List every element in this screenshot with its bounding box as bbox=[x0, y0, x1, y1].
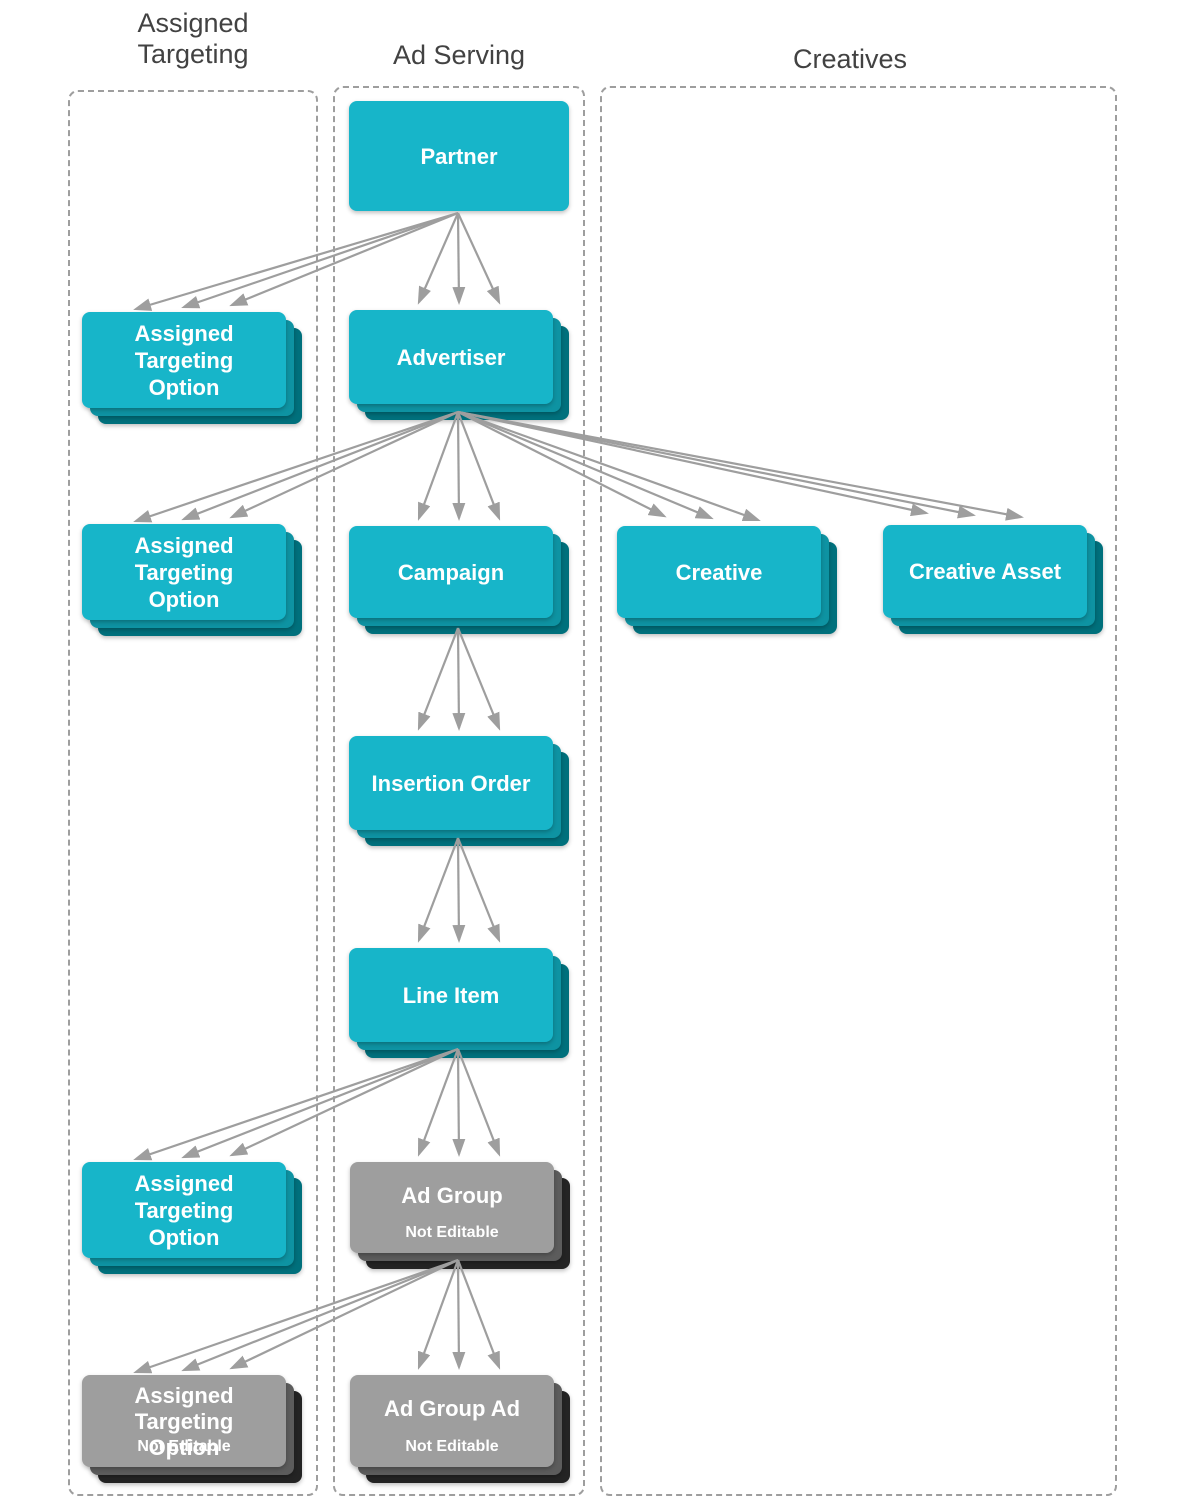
node-assigned-targeting-option-2-label: Assigned Targeting Option bbox=[134, 532, 234, 612]
column-header-ad-serving: Ad Serving bbox=[392, 40, 526, 70]
node-line-item: Line Item bbox=[349, 948, 569, 1058]
node-partner-label: Partner bbox=[420, 143, 498, 169]
node-insertion-order-label: Insertion Order bbox=[371, 770, 531, 796]
node-insertion-order: Insertion Order bbox=[349, 736, 569, 846]
node-creative: Creative bbox=[617, 526, 837, 634]
node-creative-asset: Creative Asset bbox=[883, 525, 1103, 634]
column-assigned-targeting bbox=[68, 90, 318, 1496]
column-creatives bbox=[600, 86, 1117, 1496]
column-ad-serving bbox=[333, 86, 585, 1496]
column-header-assigned-targeting: Assigned Targeting bbox=[137, 8, 249, 69]
node-ad-group-sublabel: Not Editable bbox=[405, 1224, 499, 1241]
node-partner: Partner bbox=[349, 101, 569, 211]
node-assigned-targeting-option-3: Assigned Targeting Option bbox=[82, 1162, 302, 1274]
node-line-item-label: Line Item bbox=[402, 982, 500, 1008]
node-assigned-targeting-option-3-label: Assigned Targeting Option bbox=[134, 1170, 234, 1250]
node-assigned-targeting-option-4-label: Assigned Targeting Option bbox=[134, 1383, 234, 1460]
node-ad-group-ad: Ad Group Ad Not Editable bbox=[350, 1375, 570, 1483]
node-ad-group-ad-label: Ad Group Ad bbox=[383, 1396, 521, 1421]
node-campaign-label: Campaign bbox=[397, 559, 505, 585]
node-ad-group-ad-sublabel: Not Editable bbox=[405, 1438, 499, 1455]
node-campaign: Campaign bbox=[349, 526, 569, 634]
node-assigned-targeting-option-1-label: Assigned Targeting Option bbox=[134, 320, 234, 400]
node-creative-label: Creative bbox=[675, 559, 763, 585]
node-assigned-targeting-option-4-sublabel: Not Editable bbox=[137, 1438, 231, 1455]
node-ad-group: Ad Group Not Editable bbox=[350, 1162, 570, 1269]
node-assigned-targeting-option-4: Assigned Targeting Option Not Editable bbox=[82, 1375, 302, 1483]
node-advertiser-label: Advertiser bbox=[396, 344, 506, 370]
node-ad-group-label: Ad Group bbox=[401, 1183, 503, 1208]
node-assigned-targeting-option-1: Assigned Targeting Option bbox=[82, 312, 302, 424]
node-creative-asset-label: Creative Asset bbox=[908, 559, 1062, 584]
node-advertiser: Advertiser bbox=[349, 310, 569, 420]
node-assigned-targeting-option-2: Assigned Targeting Option bbox=[82, 524, 302, 636]
column-header-creatives: Creatives bbox=[792, 44, 908, 74]
